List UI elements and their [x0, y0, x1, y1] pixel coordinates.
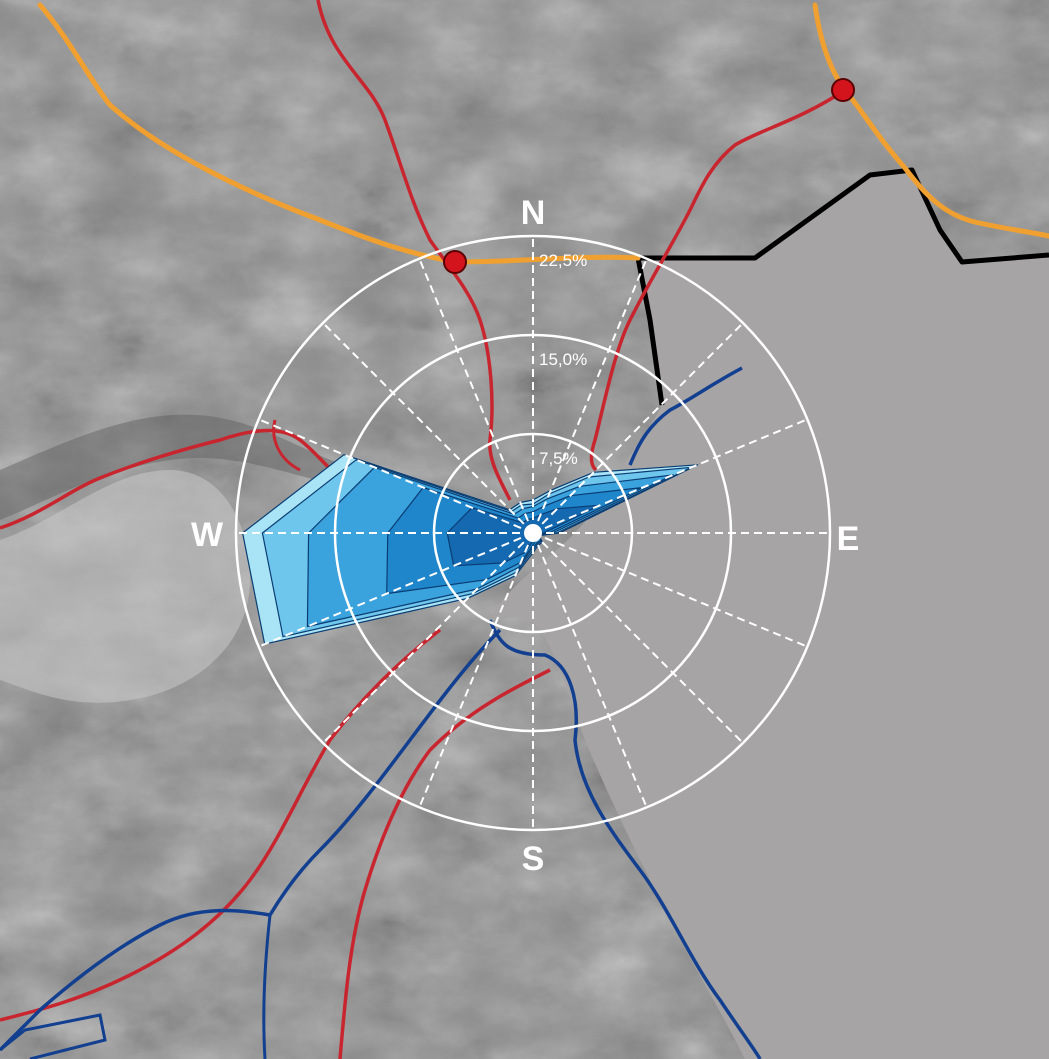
- wind-rose-grid: [234, 234, 832, 832]
- wind-rose-ring-2: [234, 234, 832, 832]
- road-minor: [589, 88, 846, 472]
- compass-north-label: N: [521, 194, 546, 232]
- river: [262, 914, 272, 1059]
- river: [0, 1013, 107, 1059]
- wind-rose-spoke-ese: [532, 532, 808, 648]
- wind-rose-spoke-wnw: [258, 418, 534, 534]
- ring-label-22-5: 22,5%: [539, 251, 587, 270]
- ring-label-15-0: 15,0%: [539, 350, 587, 369]
- wind-rose-spoke-sse: [532, 532, 648, 808]
- border-line: [635, 167, 1049, 406]
- settlement-dot-icon[interactable]: [831, 78, 855, 102]
- road-minor: [0, 628, 442, 1022]
- wind-rose-spoke-nw: [322, 322, 534, 534]
- wind-rose-spoke-ssw: [418, 532, 534, 808]
- ring-label-7-5: 7,5%: [539, 449, 578, 468]
- water-body: [490, 170, 1049, 1059]
- wind-rose-spoke-se: [532, 532, 744, 744]
- rose-center-icon: [524, 524, 542, 542]
- compass-south-label: S: [522, 840, 545, 878]
- terrain-ridge-highlight: [0, 470, 250, 703]
- wind-rose-spoke-nne: [532, 258, 648, 534]
- wind-rose-spoke-ne: [532, 322, 744, 534]
- road-major: [37, 2, 641, 265]
- river: [628, 366, 743, 466]
- road-minor: [0, 428, 361, 530]
- wind-rose-spoke-sw: [322, 532, 534, 744]
- road-minor: [338, 668, 551, 1059]
- river: [0, 628, 502, 1052]
- terrain-ridge-shadow: [0, 414, 360, 520]
- road-major: [812, 2, 1049, 239]
- settlement-dot-icon[interactable]: [443, 250, 467, 274]
- wind-rose-petals: [242, 454, 699, 645]
- wind-rose-spoke-nnw: [418, 258, 534, 534]
- compass-west-label: W: [191, 516, 224, 554]
- river: [488, 619, 762, 1059]
- compass-east-label: E: [837, 520, 860, 558]
- wind-rose-spoke-ene: [532, 418, 808, 534]
- wind-rose-spoke-wsw: [258, 532, 534, 648]
